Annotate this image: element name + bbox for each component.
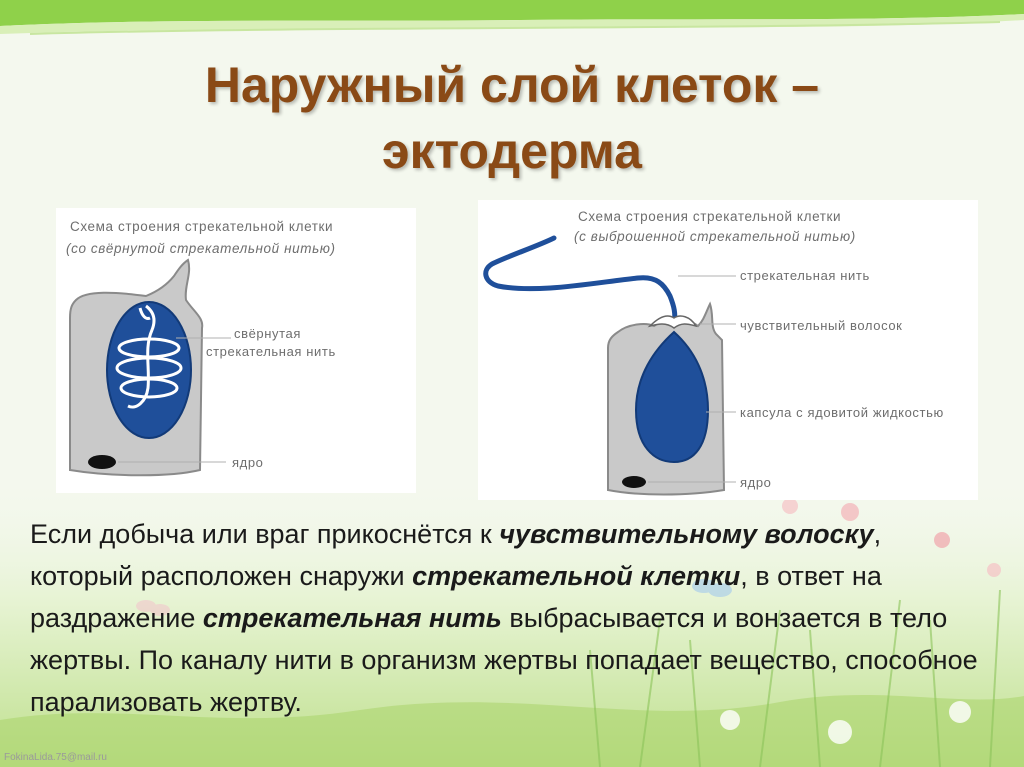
label-sensory-hair: чувствительный волосок (740, 318, 903, 333)
label-discharged-thread: стрекательная нить (740, 268, 870, 283)
figure-left-caption-line-2: (со свёрнутой стрекательной нитью) (66, 241, 336, 256)
figure-right-caption-line-1: Схема строения стрекательной клетки (578, 209, 842, 224)
label-coiled-thread-2: стрекательная нить (206, 344, 336, 359)
figure-discharged-thread: Схема строения стрекательной клетки (с в… (478, 200, 978, 500)
slide-title: Наружный слой клеток – эктодерма (0, 52, 1024, 184)
top-green-band (0, 0, 1024, 35)
body-text-1: Если добыча или враг прикоснётся к (30, 519, 500, 549)
body-text-4: выбрасывается и вонзается в тело жертвы.… (30, 603, 978, 717)
body-paragraph: Если добыча или враг прикоснётся к чувст… (30, 513, 990, 723)
figure-left-caption-line-1: Схема строения стрекательной клетки (70, 219, 334, 234)
stinging-cell-coiled-icon (69, 258, 231, 477)
figure-right-caption-line-2: (с выброшенной стрекательной нитью) (574, 229, 856, 244)
meadow-background (0, 470, 1024, 767)
label-coiled-thread-1: свёрнутая (234, 326, 302, 341)
term-sensory-hair: чувствительному волоску (499, 519, 874, 549)
label-capsule: капсула с ядовитой жидкостью (740, 405, 944, 420)
body-text-3: , в ответ на раздражение (30, 561, 882, 633)
label-nucleus-left: ядро (232, 455, 264, 470)
label-nucleus-right: ядро (740, 475, 772, 490)
stinging-cell-discharged-icon (483, 235, 736, 496)
author-watermark: FokinaLida.75@mail.ru (4, 752, 107, 763)
term-stinging-thread: стрекательная нить (202, 603, 502, 633)
title-line-2: эктодерма (382, 123, 642, 179)
term-stinging-cell: стрекательной клетки (412, 561, 741, 591)
figure-coiled-thread: Схема строения стрекательной клетки (со … (56, 208, 416, 493)
body-text-2: , который расположен снаружи (30, 519, 882, 591)
title-line-1: Наружный слой клеток – (204, 57, 820, 113)
